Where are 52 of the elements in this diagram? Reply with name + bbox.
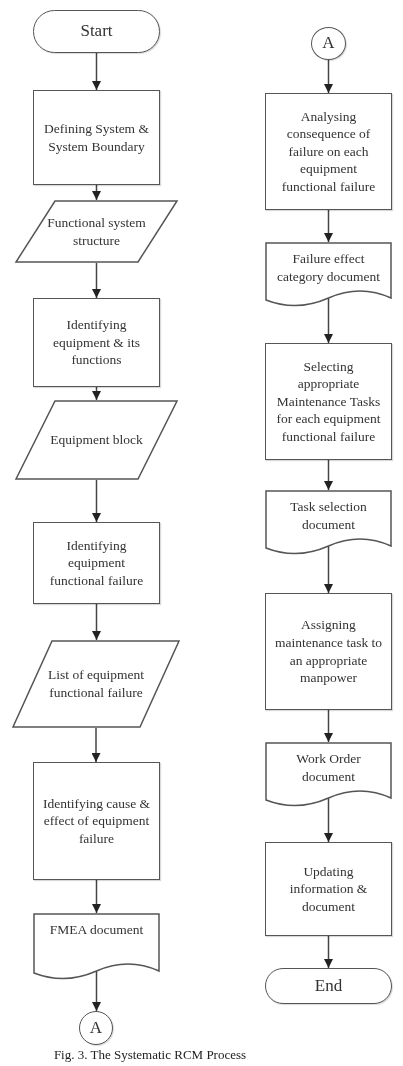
node-label: Identifying cause & effect of equipment failure (42, 794, 151, 848)
node-label: A (89, 1016, 103, 1039)
arrow (324, 797, 333, 843)
process-box (265, 593, 392, 710)
process-box (265, 343, 392, 460)
node-label: Failure effect category document (275, 250, 382, 286)
arrow (92, 386, 101, 401)
node-label: Defining System & System Boundary (43, 119, 150, 156)
arrow (92, 879, 101, 914)
arrow (324, 935, 333, 969)
node-label: Work Order document (295, 750, 362, 786)
arrow (92, 262, 101, 299)
data-parallelogram (15, 400, 178, 480)
node-label: List of equipment functional failure (47, 666, 145, 702)
arrow (324, 709, 333, 743)
node-label: Assigning maintenance task to an appropriate manpower (274, 616, 383, 687)
data-parallelogram (15, 200, 178, 263)
node-label: FMEA document (49, 921, 144, 939)
arrow (91, 727, 101, 763)
figure-caption: Fig. 3. The Systematic RCM Process (52, 1047, 248, 1063)
process-box (265, 93, 392, 210)
node-label: Identifying equipment & its functions (52, 316, 141, 369)
connector-circle (79, 1011, 113, 1045)
arrow (92, 970, 101, 1012)
arrow (92, 184, 101, 201)
node-label: A (322, 32, 335, 55)
data-parallelogram (12, 640, 180, 728)
arrow (92, 52, 101, 91)
node-label: End (314, 974, 343, 997)
terminal-shape (265, 968, 392, 1004)
process-box (33, 298, 160, 387)
process-box (33, 90, 160, 185)
process-box (33, 762, 160, 880)
arrow (324, 459, 333, 491)
node-label: Task selection document (289, 498, 368, 534)
arrow (324, 209, 333, 243)
node-label: Updating information & document (288, 862, 369, 916)
arrow (324, 59, 333, 94)
connector-circle (311, 27, 346, 60)
arrow (92, 479, 101, 523)
node-label: Selecting appropriate Maintenance Tasks for each equipment functional failure (275, 357, 382, 446)
process-box (265, 842, 392, 936)
terminal-shape (33, 10, 160, 53)
arrow (92, 603, 101, 641)
node-label: Functional system structure (46, 213, 147, 250)
arrow (324, 545, 333, 594)
node-label: Equipment block (50, 431, 143, 449)
node-label: Analysing consequence of failure on each equipment functional failure (280, 107, 377, 196)
node-label: Start (80, 20, 113, 43)
process-box (33, 522, 160, 604)
node-label: Identifying equipment functional failure (48, 536, 145, 590)
arrow (324, 297, 333, 344)
